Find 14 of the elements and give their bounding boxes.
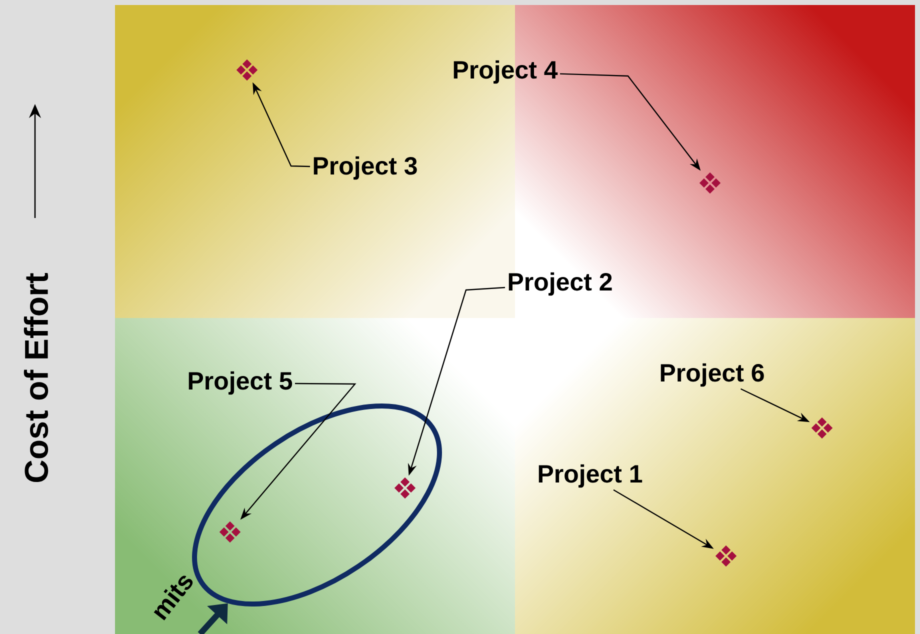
marker-icon xyxy=(699,172,721,194)
project-label: Project 5 xyxy=(188,371,292,395)
marker-icon xyxy=(811,417,833,439)
axis-label: Cost of Effort xyxy=(24,273,48,482)
project-label: Project 4 xyxy=(454,60,558,84)
marker-icon xyxy=(236,59,258,81)
project-label: Project 3 xyxy=(314,156,417,180)
marker-icon xyxy=(219,521,241,543)
project-label: Project 6 xyxy=(660,363,764,387)
ellipse-outline xyxy=(192,403,442,607)
project-label: Project 1 xyxy=(538,464,642,488)
marker-icon xyxy=(394,477,416,499)
project-label: Project 2 xyxy=(508,272,612,296)
marker-icon xyxy=(715,545,737,567)
